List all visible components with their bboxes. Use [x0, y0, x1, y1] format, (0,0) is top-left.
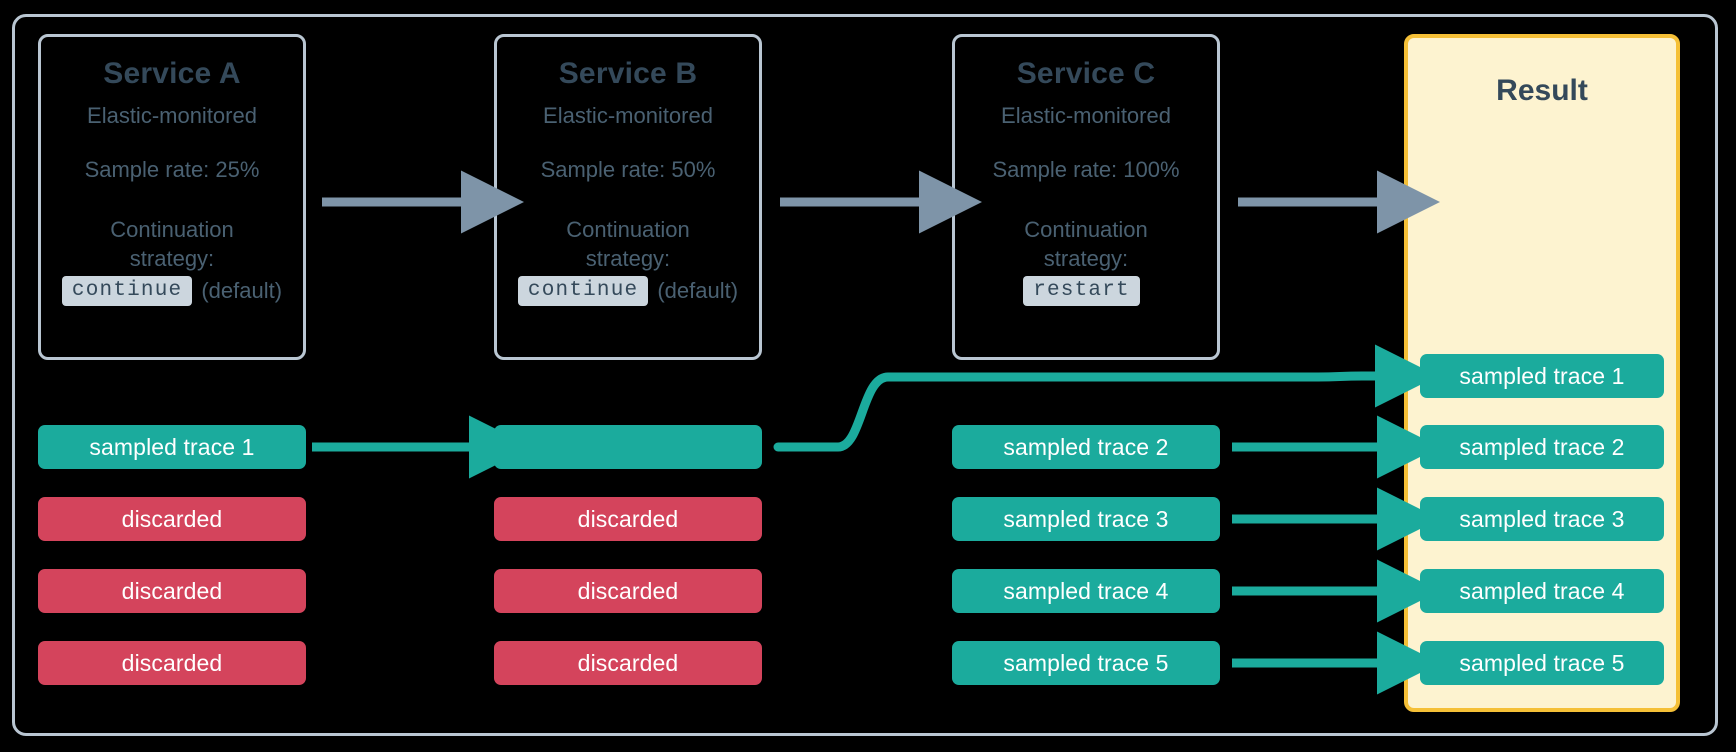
service-sample-rate: Sample rate: 50%	[540, 157, 716, 182]
trace-pill: discarded	[38, 641, 306, 685]
trace-pill: sampled trace 4	[952, 569, 1220, 613]
service-sample-rate: Sample rate: 100%	[992, 157, 1180, 182]
strategy-default-note: (default)	[657, 278, 739, 304]
trace-label: sampled trace 5	[1003, 649, 1169, 676]
result-trace-pill: sampled trace 2	[1420, 425, 1664, 469]
service-continuation-label: Continuation strategy:	[1024, 215, 1148, 273]
trace-label: sampled trace 5	[1459, 649, 1625, 676]
service-sample-rate: Sample rate: 25%	[84, 157, 260, 182]
service-strategy-row: continue (default)	[517, 276, 739, 307]
strategy-code-chip: restart	[1023, 276, 1140, 307]
continuation-line-1: Continuation	[1024, 217, 1148, 242]
continuation-line-1: Continuation	[110, 217, 234, 242]
trace-pill: discarded	[494, 641, 762, 685]
trace-pill: discarded	[38, 569, 306, 613]
service-subtitle: Elastic-monitored	[1001, 103, 1171, 128]
trace-label: discarded	[577, 505, 679, 532]
result-trace-pill: sampled trace 5	[1420, 641, 1664, 685]
trace-label: sampled trace 4	[1459, 577, 1625, 604]
service-continuation-label: Continuation strategy:	[110, 215, 234, 273]
result-title: Result	[1496, 74, 1588, 107]
result-trace-pill: sampled trace 4	[1420, 569, 1664, 613]
service-card-b: Service B Elastic-monitored Sample rate:…	[494, 34, 762, 360]
trace-pill: discarded	[38, 497, 306, 541]
trace-label: sampled trace 3	[1459, 505, 1625, 532]
trace-label: sampled trace 4	[1003, 577, 1169, 604]
strategy-code-chip: continue	[517, 276, 649, 307]
service-strategy-row: continue (default)	[61, 276, 283, 307]
strategy-default-note: (default)	[201, 278, 283, 304]
trace-label: sampled trace 1	[1459, 362, 1625, 389]
continuation-line-2: strategy:	[1043, 246, 1129, 272]
continuation-line-2: strategy:	[585, 246, 671, 272]
trace-pill	[494, 425, 762, 469]
trace-label: sampled trace 1	[89, 433, 255, 460]
service-strategy-row: restart	[1023, 276, 1149, 307]
trace-pill: sampled trace 5	[952, 641, 1220, 685]
trace-label: sampled trace 3	[1003, 505, 1169, 532]
service-continuation-label: Continuation strategy:	[566, 215, 690, 273]
trace-label: sampled trace 2	[1459, 433, 1625, 460]
trace-label: sampled trace 2	[1003, 433, 1169, 460]
trace-label: discarded	[121, 505, 223, 532]
continuation-line-1: Continuation	[566, 217, 690, 242]
trace-label: discarded	[121, 577, 223, 604]
trace-pill: discarded	[494, 569, 762, 613]
service-card-a: Service A Elastic-monitored Sample rate:…	[38, 34, 306, 360]
strategy-code-chip: continue	[61, 276, 193, 307]
service-title: Service A	[103, 57, 241, 90]
trace-label: discarded	[577, 577, 679, 604]
result-trace-pill: sampled trace 1	[1420, 354, 1664, 398]
service-subtitle: Elastic-monitored	[543, 103, 713, 128]
service-title: Service C	[1016, 57, 1156, 90]
trace-label: discarded	[121, 649, 223, 676]
continuation-line-2: strategy:	[129, 246, 215, 272]
trace-pill: sampled trace 1	[38, 425, 306, 469]
trace-label: discarded	[577, 649, 679, 676]
service-title: Service B	[558, 57, 698, 90]
service-subtitle: Elastic-monitored	[87, 103, 257, 128]
service-card-c: Service C Elastic-monitored Sample rate:…	[952, 34, 1220, 360]
trace-pill: sampled trace 2	[952, 425, 1220, 469]
trace-pill: sampled trace 3	[952, 497, 1220, 541]
trace-pill: discarded	[494, 497, 762, 541]
diagram-outer-frame	[12, 14, 1718, 736]
result-trace-pill: sampled trace 3	[1420, 497, 1664, 541]
